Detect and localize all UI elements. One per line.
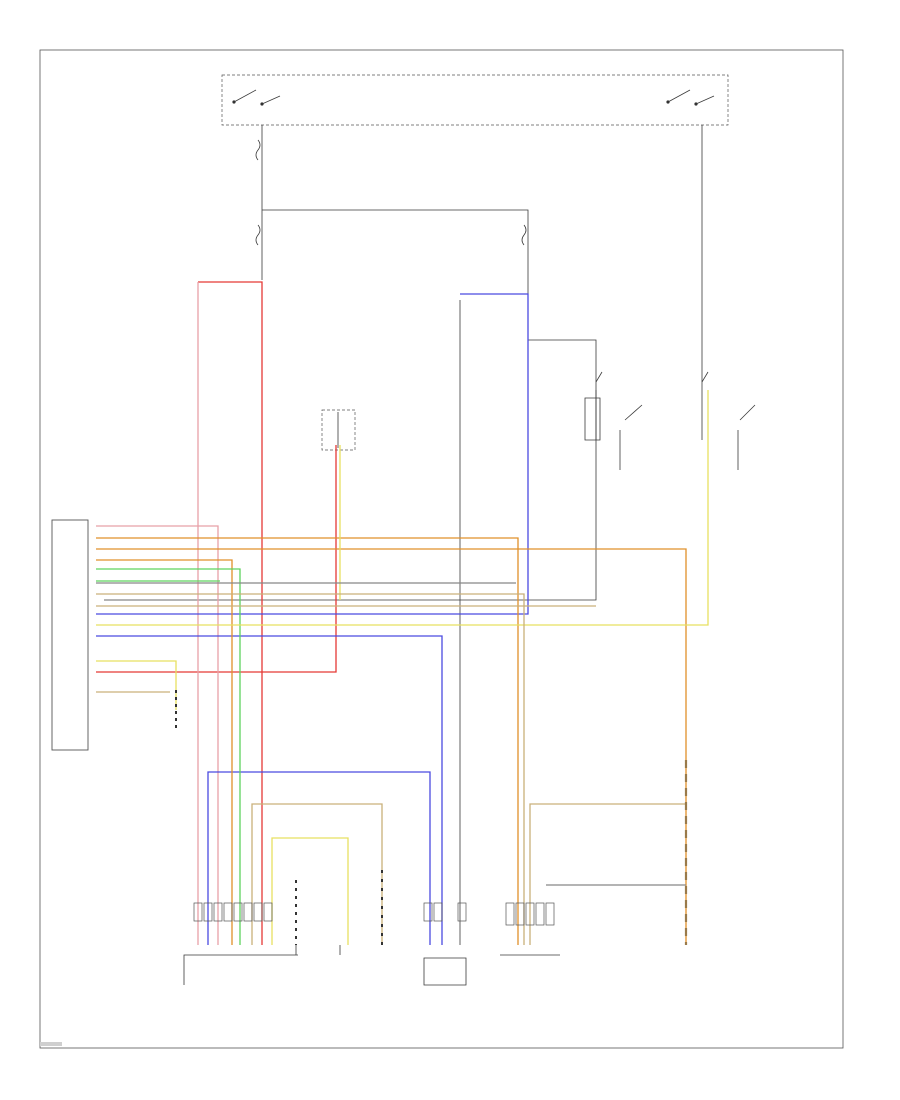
wire-grey — [96, 582, 686, 886]
figure-id-mark — [40, 1042, 62, 1046]
range-switch — [321, 409, 356, 451]
ecm — [500, 902, 560, 956]
wire-yellow — [96, 390, 709, 945]
fuse-b — [521, 224, 527, 246]
ignition-switch — [221, 74, 729, 126]
switch-right — [701, 390, 756, 470]
switch-left-connector — [595, 371, 603, 383]
power-feed-lines — [104, 125, 703, 945]
diagram-border — [39, 49, 844, 1049]
wire-blue — [96, 293, 529, 945]
wire-orange — [96, 537, 687, 945]
tcm — [51, 519, 89, 751]
switch-right-connector — [701, 371, 709, 383]
dashed-connectors — [175, 690, 688, 950]
fuse-a — [255, 139, 261, 246]
connector-pins-tcm — [183, 902, 298, 985]
shift-lock — [423, 902, 467, 986]
wire-tan — [96, 593, 686, 945]
wire-green — [96, 568, 241, 945]
switch-left — [584, 390, 643, 470]
